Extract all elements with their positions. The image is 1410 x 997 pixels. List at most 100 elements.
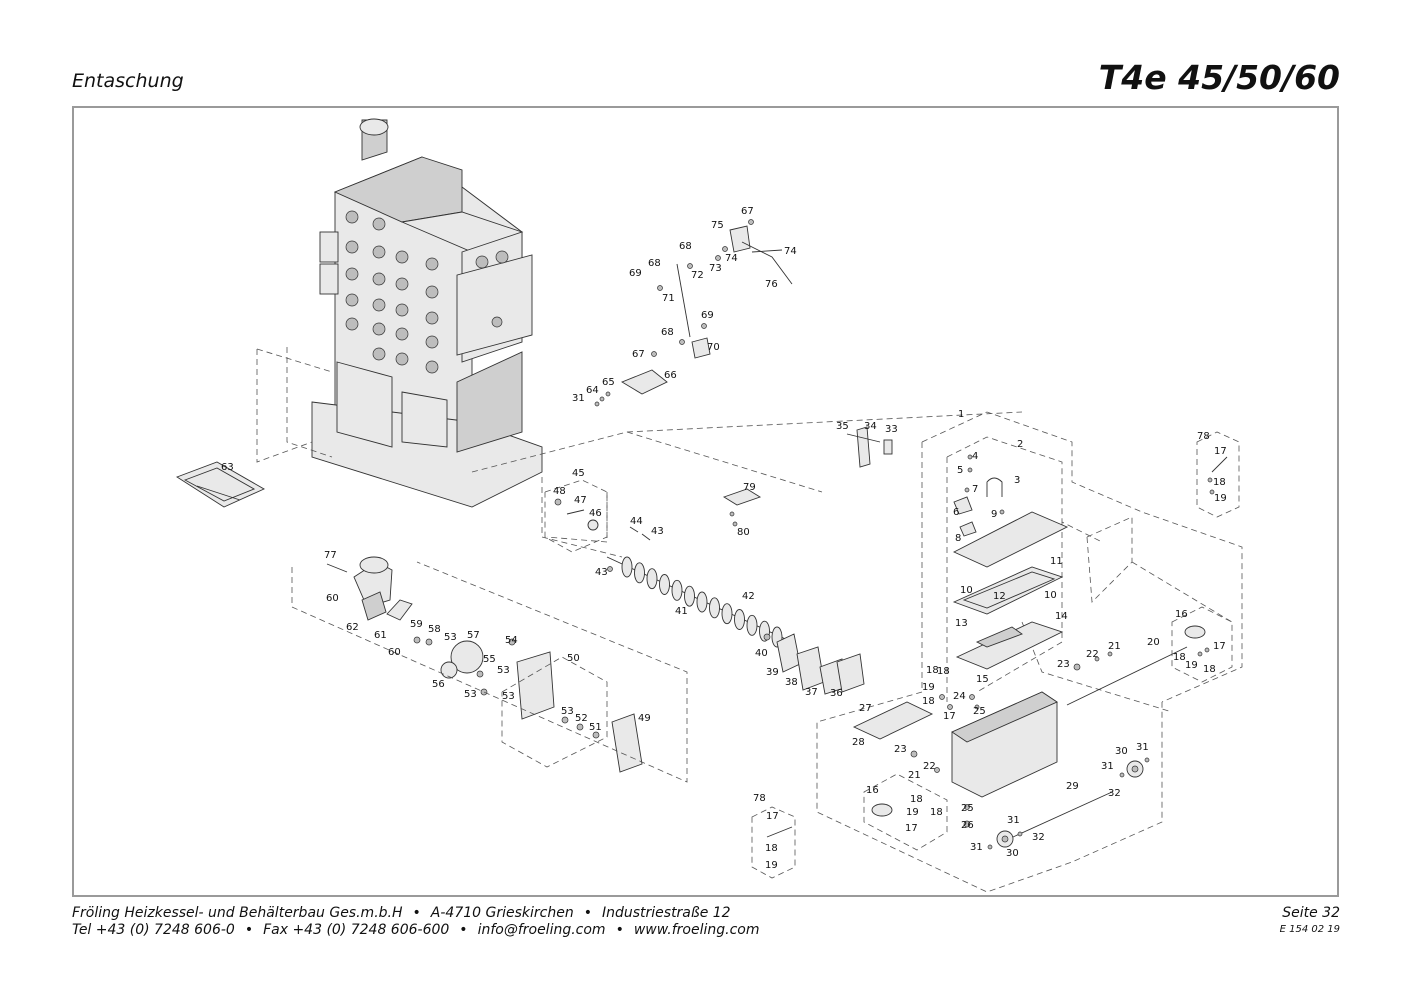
- callout-12: 12: [993, 591, 1006, 602]
- callout-28: 28: [852, 737, 865, 748]
- detail-16-bottom: [863, 773, 948, 851]
- callout-30b: 30: [1006, 848, 1019, 859]
- callout-15: 15: [976, 674, 989, 685]
- callout-17b: 17: [1213, 641, 1226, 652]
- callout-46: 46: [589, 508, 602, 519]
- callout-25a: 25: [973, 706, 986, 717]
- callout-19b: 19: [1185, 660, 1198, 671]
- callout-60b: 60: [388, 647, 401, 658]
- callout-31e: 31: [572, 393, 585, 404]
- screw-flight: [696, 591, 708, 613]
- callout-31a: 31: [1136, 742, 1149, 753]
- callout-18i: 18: [937, 666, 950, 677]
- part-callouts: 1 2 3 4 5 6 7 8 9 10 10 11 12 13 14 15 1…: [221, 206, 1227, 871]
- callout-72: 72: [691, 270, 704, 281]
- screw-flight: [746, 614, 758, 636]
- callout-33: 33: [885, 424, 898, 435]
- callout-11: 11: [1050, 556, 1063, 567]
- callout-16b: 16: [866, 785, 879, 796]
- callout-21b: 21: [908, 770, 921, 781]
- callout-29: 29: [1066, 781, 1079, 792]
- callout-34: 34: [864, 421, 877, 432]
- callout-26: 26: [961, 820, 974, 831]
- callout-24: 24: [953, 691, 966, 702]
- callout-36: 36: [830, 688, 843, 699]
- callout-5: 5: [957, 465, 963, 476]
- screw-flight: [709, 597, 720, 619]
- callout-67b: 67: [632, 349, 645, 360]
- callout-1: 1: [958, 409, 964, 420]
- callout-70: 70: [707, 342, 720, 353]
- callout-71: 71: [662, 293, 675, 304]
- callout-32a: 32: [1108, 788, 1121, 799]
- bearing-group-45: [554, 498, 599, 531]
- callout-17a: 17: [1214, 446, 1227, 457]
- callout-53a: 53: [444, 632, 457, 643]
- callout-18g: 18: [930, 807, 943, 818]
- callout-18e: 18: [922, 696, 935, 707]
- callout-76: 76: [765, 279, 778, 290]
- callout-2: 2: [1017, 439, 1023, 450]
- callout-78b: 78: [753, 793, 766, 804]
- callout-19a: 19: [1214, 493, 1227, 504]
- callout-31b: 31: [1101, 761, 1114, 772]
- callout-41: 41: [675, 606, 688, 617]
- address-street: Industriestraße 12: [601, 905, 731, 921]
- callout-25b: 25: [961, 803, 974, 814]
- callout-19c: 19: [922, 682, 935, 693]
- callout-23b: 23: [894, 744, 907, 755]
- ash-container: [852, 651, 1113, 828]
- axles-20-29: [987, 646, 1188, 850]
- detail-78-bottom: [751, 806, 796, 879]
- callout-39: 39: [766, 667, 779, 678]
- screw-flight: [684, 585, 695, 607]
- callout-77: 77: [324, 550, 337, 561]
- callout-48: 48: [553, 486, 566, 497]
- callout-59: 59: [410, 619, 423, 630]
- boiler-inspection-holes: [345, 210, 509, 374]
- model-title: T4e 45/50/60: [1098, 58, 1340, 97]
- callout-35: 35: [836, 421, 849, 432]
- exploded-view-frame: 1 2 3 4 5 6 7 8 9 10 10 11 12 13 14 15 1…: [72, 106, 1339, 897]
- footer-line-1: Fröling Heizkessel- und Behälterbau Ges.…: [72, 905, 731, 921]
- callout-45: 45: [572, 468, 585, 479]
- screw-conveyor: [606, 556, 865, 695]
- detail-78-right: [1196, 431, 1240, 518]
- footer-page-info: Seite 32 E 154 02 19: [1280, 905, 1340, 935]
- callout-54: 54: [505, 635, 518, 646]
- callout-3: 3: [1014, 475, 1020, 486]
- callout-51: 51: [589, 722, 602, 733]
- callout-75: 75: [711, 220, 724, 231]
- callout-52: 52: [575, 713, 588, 724]
- callout-74b: 74: [784, 246, 797, 257]
- callout-18b: 18: [1173, 652, 1186, 663]
- callout-7: 7: [972, 484, 978, 495]
- callout-17e: 17: [766, 811, 779, 822]
- screw-flight: [734, 609, 745, 630]
- callout-27: 27: [859, 703, 872, 714]
- callout-37: 37: [805, 687, 818, 698]
- lever-linkage: [594, 219, 793, 407]
- screw-flight: [659, 574, 670, 595]
- callout-19e: 19: [765, 860, 778, 871]
- callout-13: 13: [955, 618, 968, 629]
- callout-14: 14: [1055, 611, 1068, 622]
- callout-65: 65: [602, 377, 615, 388]
- callout-22b: 22: [923, 761, 936, 772]
- screw-flight: [721, 603, 733, 625]
- callout-49: 49: [638, 713, 651, 724]
- callout-20: 20: [1147, 637, 1160, 648]
- screw-flight: [621, 556, 633, 578]
- callout-40: 40: [755, 648, 768, 659]
- callout-44: 44: [630, 516, 643, 527]
- callout-17d: 17: [905, 823, 918, 834]
- callout-60a: 60: [326, 593, 339, 604]
- exploded-view-drawing: 1 2 3 4 5 6 7 8 9 10 10 11 12 13 14 15 1…: [175, 118, 1243, 893]
- callout-18a: 18: [1213, 477, 1226, 488]
- callout-53e: 53: [561, 706, 574, 717]
- lid-parts: [952, 454, 1069, 670]
- fax-number: Fax +43 (0) 7248 606-600: [263, 922, 450, 938]
- page-number: Seite 32: [1282, 905, 1340, 921]
- callout-9: 9: [991, 509, 997, 520]
- callout-18h: 18: [765, 843, 778, 854]
